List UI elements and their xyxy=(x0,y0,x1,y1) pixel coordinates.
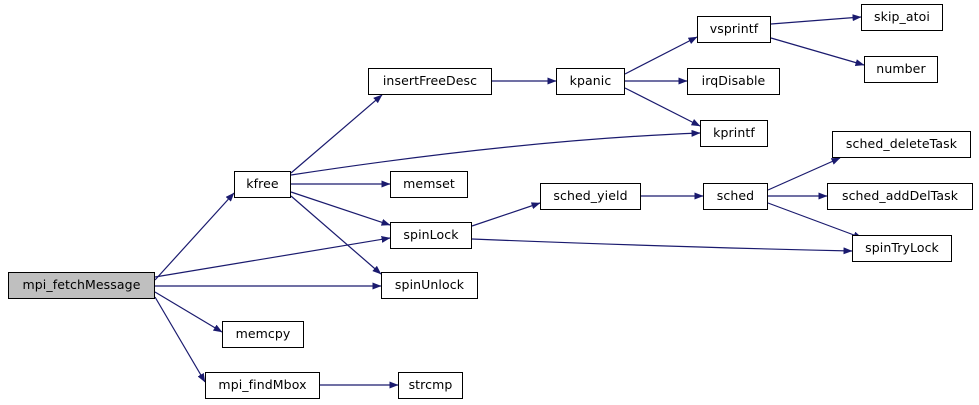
graph-node-sched_deleteTask[interactable]: sched_deleteTask xyxy=(832,131,971,158)
graph-node-spinUnlock[interactable]: spinUnlock xyxy=(381,272,478,299)
edge-mpi_fetchMessage-to-spinLock xyxy=(154,235,391,278)
graph-node-kpanic[interactable]: kpanic xyxy=(556,68,625,95)
graph-node-vsprintf[interactable]: vsprintf xyxy=(697,16,771,43)
graph-node-sched_addDelTask[interactable]: sched_addDelTask xyxy=(827,183,973,210)
graph-node-number[interactable]: number xyxy=(864,56,938,83)
graph-node-kfree[interactable]: kfree xyxy=(234,171,291,198)
graph-node-insertFreeDesc[interactable]: insertFreeDesc xyxy=(368,68,492,95)
graph-node-memcpy[interactable]: memcpy xyxy=(222,321,304,348)
edge-vsprintf-to-number xyxy=(770,37,865,66)
graph-node-mpi_fetchMessage[interactable]: mpi_fetchMessage xyxy=(8,272,155,299)
edge-kfree-to-insertFreeDesc xyxy=(290,94,383,174)
graph-node-spinTryLock[interactable]: spinTryLock xyxy=(852,235,952,262)
graph-node-memset[interactable]: memset xyxy=(390,171,468,198)
graph-node-sched[interactable]: sched xyxy=(703,183,768,210)
graph-node-spinLock[interactable]: spinLock xyxy=(390,222,472,249)
edge-vsprintf-to-skip_atoi xyxy=(770,14,862,25)
graph-node-sched_yield[interactable]: sched_yield xyxy=(540,183,641,210)
edge-kfree-to-spinLock xyxy=(290,191,391,226)
graph-node-irqDisable[interactable]: irqDisable xyxy=(687,68,780,95)
edge-kfree-to-spinUnlock xyxy=(290,195,382,275)
graph-node-strcmp[interactable]: strcmp xyxy=(398,372,463,399)
graph-node-kprintf[interactable]: kprintf xyxy=(700,120,768,147)
edge-mpi_fetchMessage-to-mpi_findMbox xyxy=(154,296,206,383)
edge-kfree-to-kprintf xyxy=(290,129,701,176)
edge-spinLock-to-sched_yield xyxy=(471,202,541,227)
graph-node-skip_atoi[interactable]: skip_atoi xyxy=(861,4,943,31)
edge-mpi_fetchMessage-to-kfree xyxy=(154,192,235,281)
graph-node-mpi_findMbox[interactable]: mpi_findMbox xyxy=(205,372,320,399)
edge-mpi_fetchMessage-to-memcpy xyxy=(154,291,223,333)
edge-spinLock-to-spinTryLock xyxy=(471,238,853,255)
